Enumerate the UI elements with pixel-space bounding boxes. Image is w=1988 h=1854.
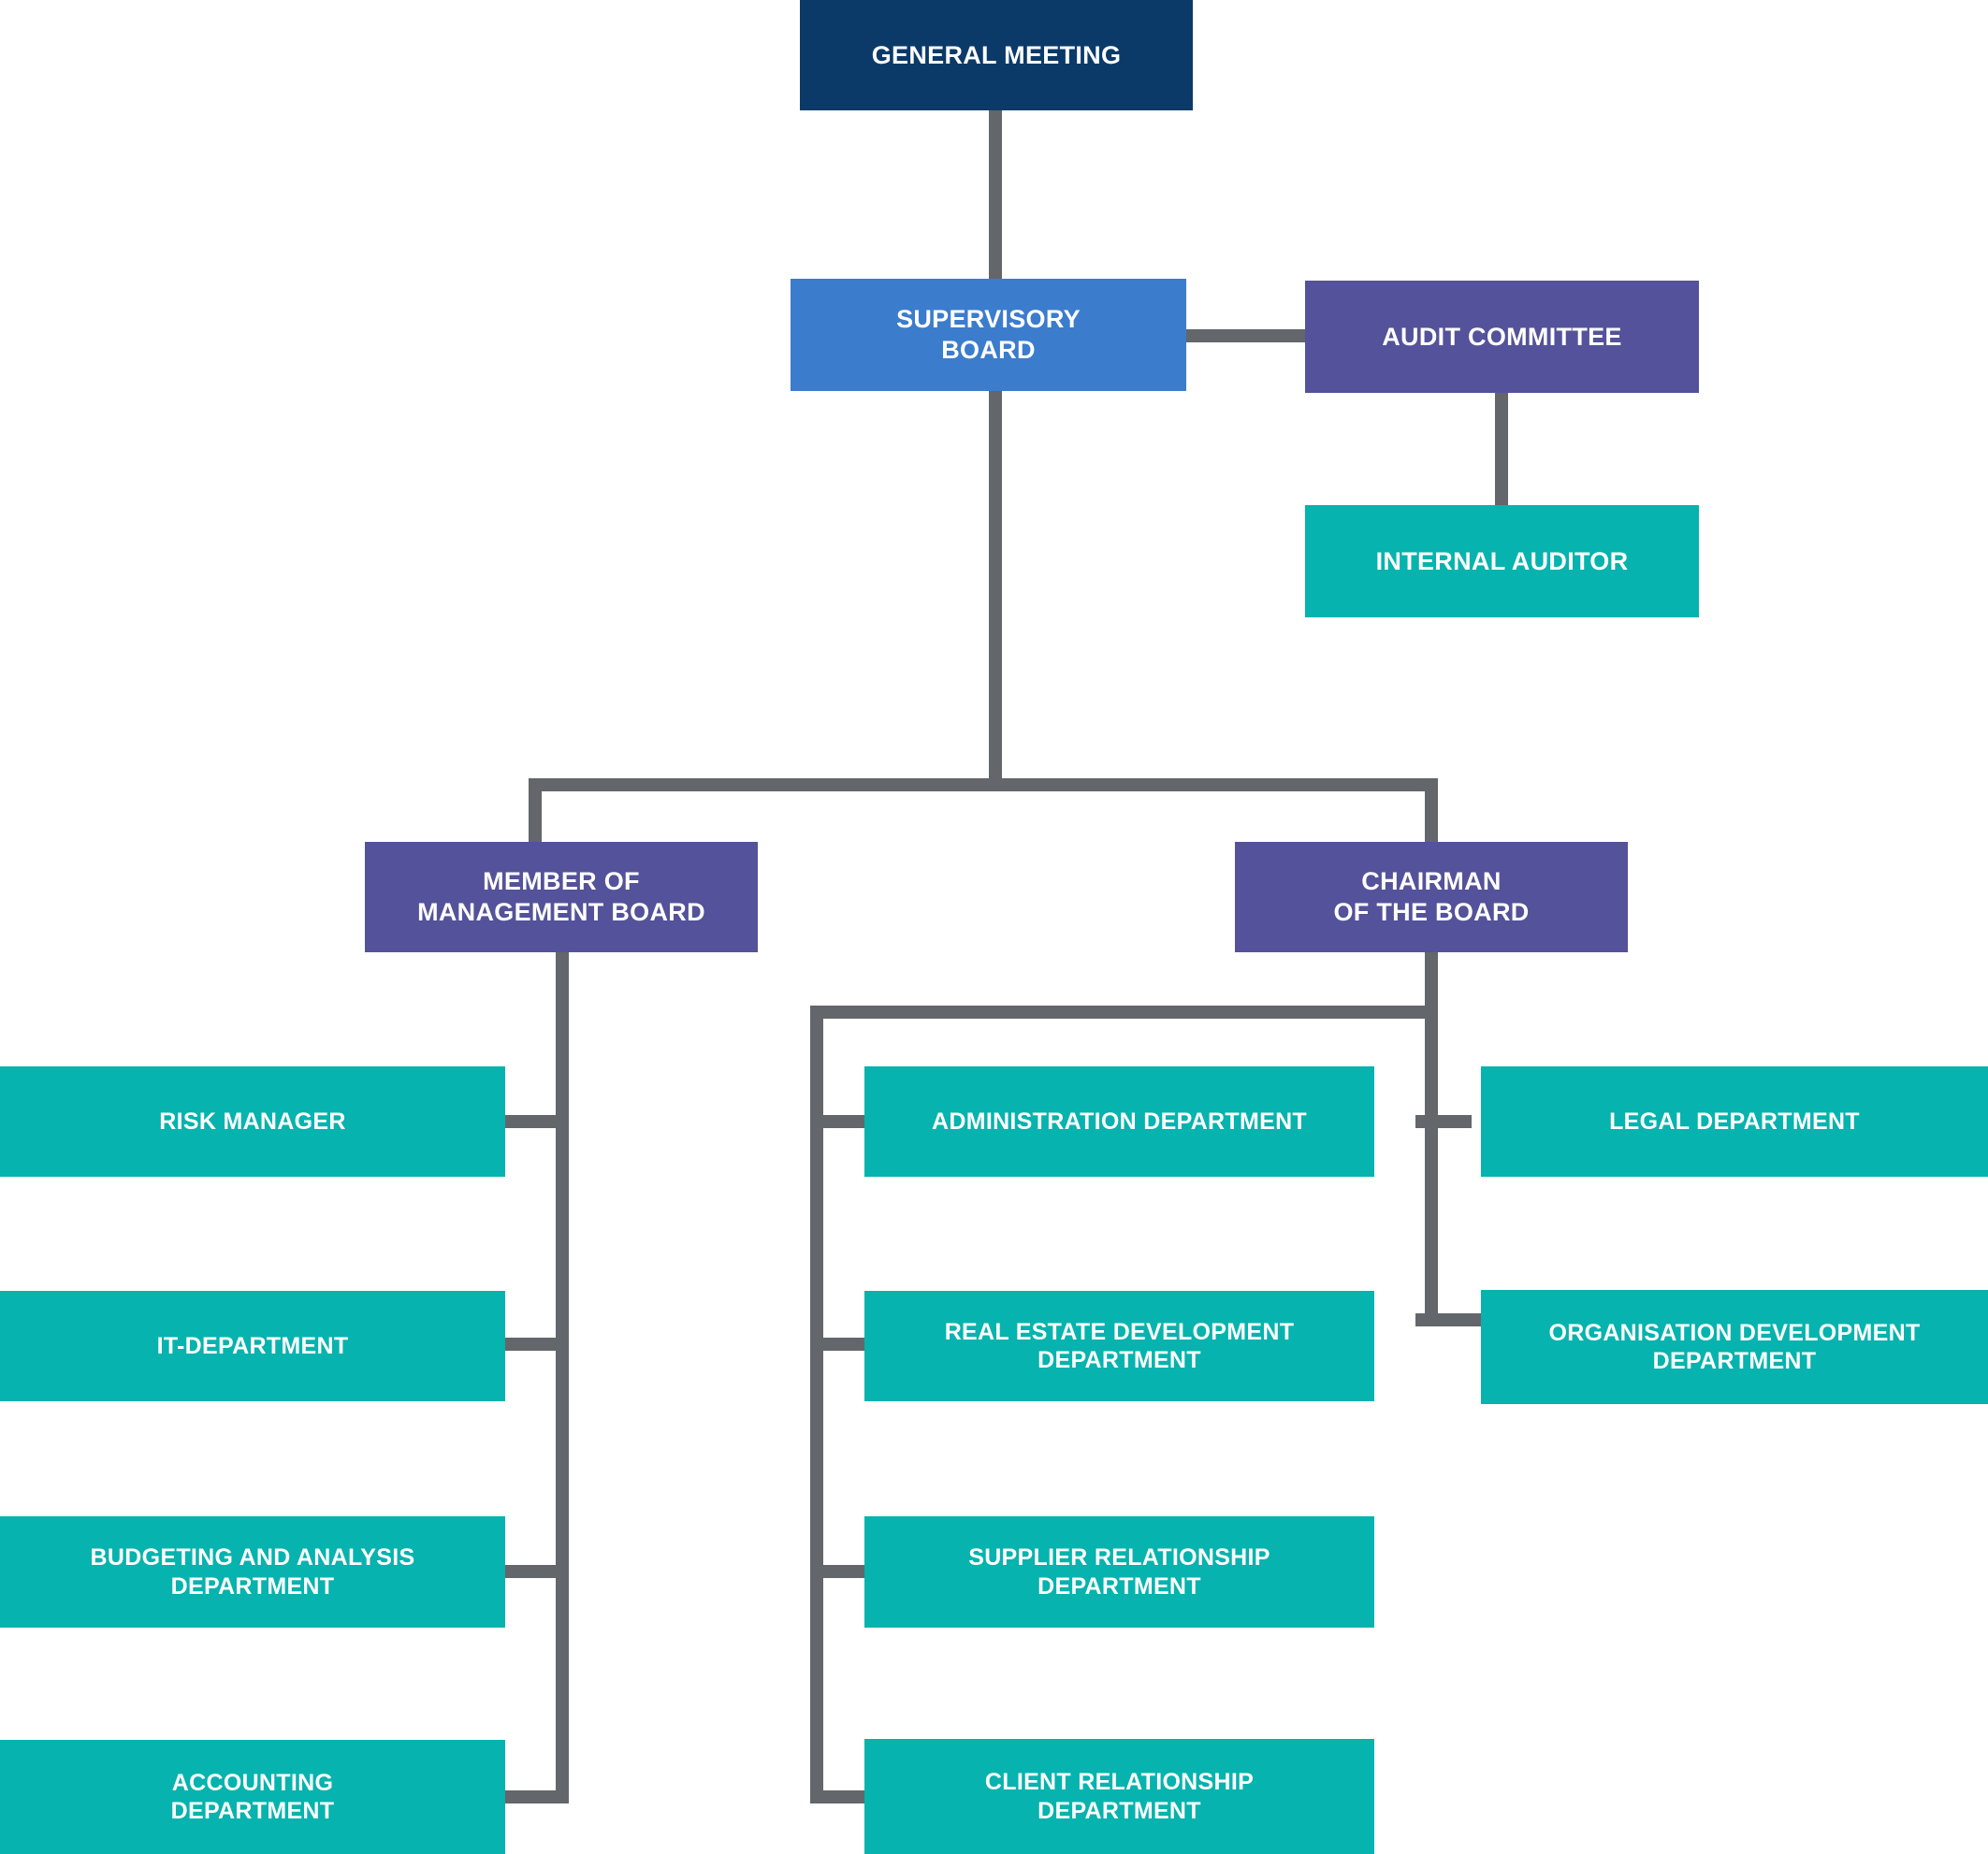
connector-management-board-trunk [556, 952, 569, 1803]
node-supplier-relationship-department[interactable]: SUPPLIER RELATIONSHIP DEPARTMENT [864, 1516, 1374, 1628]
node-real-estate-development-department[interactable]: REAL ESTATE DEVELOPMENT DEPARTMENT [864, 1291, 1374, 1401]
node-member-of-management-board[interactable]: MEMBER OF MANAGEMENT BOARD [365, 842, 758, 952]
node-budgeting-and-analysis-department[interactable]: BUDGETING AND ANALYSIS DEPARTMENT [0, 1516, 505, 1628]
node-legal-department[interactable]: LEGAL DEPARTMENT [1481, 1066, 1988, 1177]
node-supervisory-board[interactable]: SUPERVISORY BOARD [791, 279, 1186, 391]
connector-drop-to-member-of-management-board [529, 778, 542, 846]
connector-audit-committee-to-internal-auditor [1495, 393, 1508, 509]
connector-chairman-distributor-bar [810, 1006, 1438, 1019]
connector-stub-organisation-development-department [1415, 1313, 1481, 1326]
connector-board-distributor-bar [529, 778, 1438, 791]
connector-stub-accounting-department [505, 1790, 569, 1803]
node-it-department[interactable]: IT-DEPARTMENT [0, 1291, 505, 1401]
node-audit-committee[interactable]: AUDIT COMMITTEE [1305, 281, 1699, 393]
connector-stub-administration-department [810, 1115, 864, 1128]
connector-stub-supplier-relationship-department [810, 1565, 864, 1578]
connector-stub-it-department [505, 1338, 561, 1351]
node-risk-manager[interactable]: RISK MANAGER [0, 1066, 505, 1177]
connector-stub-budgeting-and-analysis-department [505, 1565, 561, 1578]
connector-chairman-trunk [1425, 952, 1438, 1326]
node-general-meeting[interactable]: GENERAL MEETING [800, 0, 1193, 110]
connector-stub-risk-manager [505, 1115, 561, 1128]
connector-supervisory-board-to-audit-committee [1181, 329, 1312, 342]
node-client-relationship-department[interactable]: CLIENT RELATIONSHIP DEPARTMENT [864, 1739, 1374, 1854]
node-organisation-development-department[interactable]: ORGANISATION DEVELOPMENT DEPARTMENT [1481, 1290, 1988, 1404]
connector-stub-client-relationship-department [810, 1790, 874, 1803]
connector-general-meeting-to-supervisory-board [989, 110, 1002, 281]
connector-drop-to-chairman-of-the-board [1425, 778, 1438, 846]
node-chairman-of-the-board[interactable]: CHAIRMAN OF THE BOARD [1235, 842, 1628, 952]
node-administration-department[interactable]: ADMINISTRATION DEPARTMENT [864, 1066, 1374, 1177]
node-accounting-department[interactable]: ACCOUNTING DEPARTMENT [0, 1740, 505, 1854]
node-internal-auditor[interactable]: INTERNAL AUDITOR [1305, 505, 1699, 617]
connector-stub-legal-department [1415, 1115, 1472, 1128]
connector-stub-real-estate-development-department [810, 1338, 864, 1351]
connector-supervisory-board-trunk [989, 391, 1002, 784]
connector-middle-column-trunk [810, 1006, 823, 1803]
